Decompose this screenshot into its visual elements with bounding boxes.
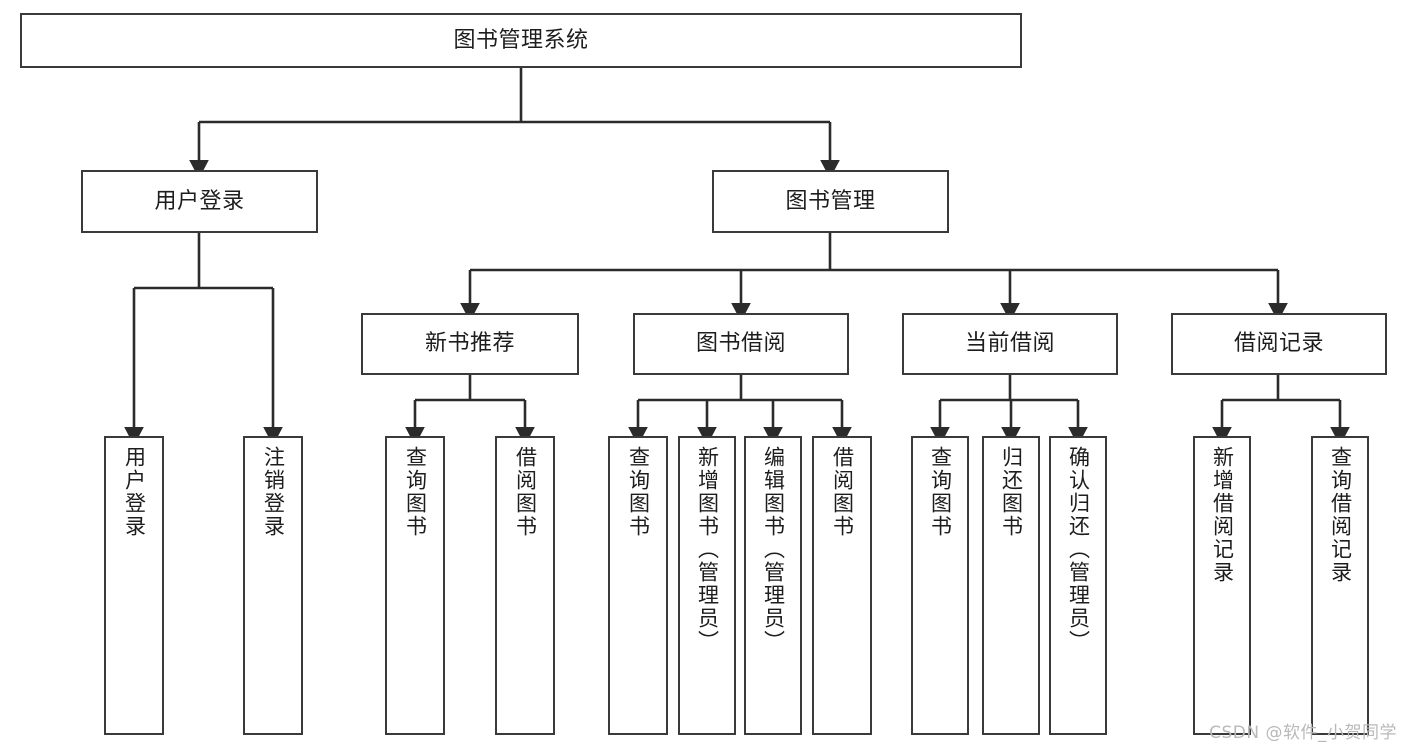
node-leaf-borrow-book-1[interactable]: 借阅图书 [495, 436, 555, 735]
node-borrow-record-label: 借阅记录 [1233, 331, 1324, 357]
node-leaf-query-book-3-label: 查询图书 [928, 446, 953, 538]
node-new-book-recommend[interactable]: 新书推荐 [361, 313, 579, 375]
node-leaf-edit-book-label: 编辑图书（管理员） [761, 446, 786, 653]
node-current-borrow[interactable]: 当前借阅 [902, 313, 1118, 375]
node-leaf-return-book[interactable]: 归还图书 [982, 436, 1040, 735]
node-leaf-query-book-2[interactable]: 查询图书 [608, 436, 668, 735]
node-leaf-borrow-book-1-label: 借阅图书 [513, 446, 538, 538]
node-book-borrow-label: 图书借阅 [695, 331, 786, 357]
node-root[interactable]: 图书管理系统 [20, 13, 1022, 68]
node-root-label: 图书管理系统 [453, 27, 589, 53]
node-book-manage[interactable]: 图书管理 [712, 170, 949, 233]
node-leaf-user-login-label: 用户登录 [122, 446, 147, 538]
node-leaf-query-book-3[interactable]: 查询图书 [911, 436, 969, 735]
watermark-text: CSDN @软件_小贺同学 [1209, 723, 1397, 743]
node-leaf-query-book-1[interactable]: 查询图书 [385, 436, 445, 735]
node-leaf-borrow-book-2[interactable]: 借阅图书 [812, 436, 872, 735]
node-new-book-recommend-label: 新书推荐 [424, 331, 515, 357]
node-current-borrow-label: 当前借阅 [964, 331, 1055, 357]
node-book-manage-label: 图书管理 [785, 188, 876, 214]
node-leaf-confirm-return[interactable]: 确认归还（管理员） [1049, 436, 1107, 735]
node-leaf-query-record[interactable]: 查询借阅记录 [1311, 436, 1369, 735]
node-leaf-query-book-1-label: 查询图书 [403, 446, 428, 538]
node-leaf-query-record-label: 查询借阅记录 [1328, 446, 1353, 584]
node-leaf-user-logout-label: 注销登录 [261, 446, 286, 538]
node-leaf-add-book-label: 新增图书（管理员） [695, 446, 720, 653]
node-book-borrow[interactable]: 图书借阅 [633, 313, 849, 375]
node-leaf-borrow-book-2-label: 借阅图书 [830, 446, 855, 538]
node-leaf-confirm-return-label: 确认归还（管理员） [1066, 446, 1091, 653]
node-leaf-edit-book[interactable]: 编辑图书（管理员） [744, 436, 802, 735]
node-leaf-query-book-2-label: 查询图书 [626, 446, 651, 538]
node-leaf-add-record[interactable]: 新增借阅记录 [1193, 436, 1251, 735]
node-user-login[interactable]: 用户登录 [81, 170, 318, 233]
node-leaf-add-book[interactable]: 新增图书（管理员） [678, 436, 736, 735]
node-borrow-record[interactable]: 借阅记录 [1171, 313, 1387, 375]
node-user-login-label: 用户登录 [154, 188, 245, 214]
node-leaf-user-login[interactable]: 用户登录 [104, 436, 164, 735]
node-leaf-return-book-label: 归还图书 [999, 446, 1024, 538]
node-leaf-user-logout[interactable]: 注销登录 [243, 436, 303, 735]
node-leaf-add-record-label: 新增借阅记录 [1210, 446, 1235, 584]
